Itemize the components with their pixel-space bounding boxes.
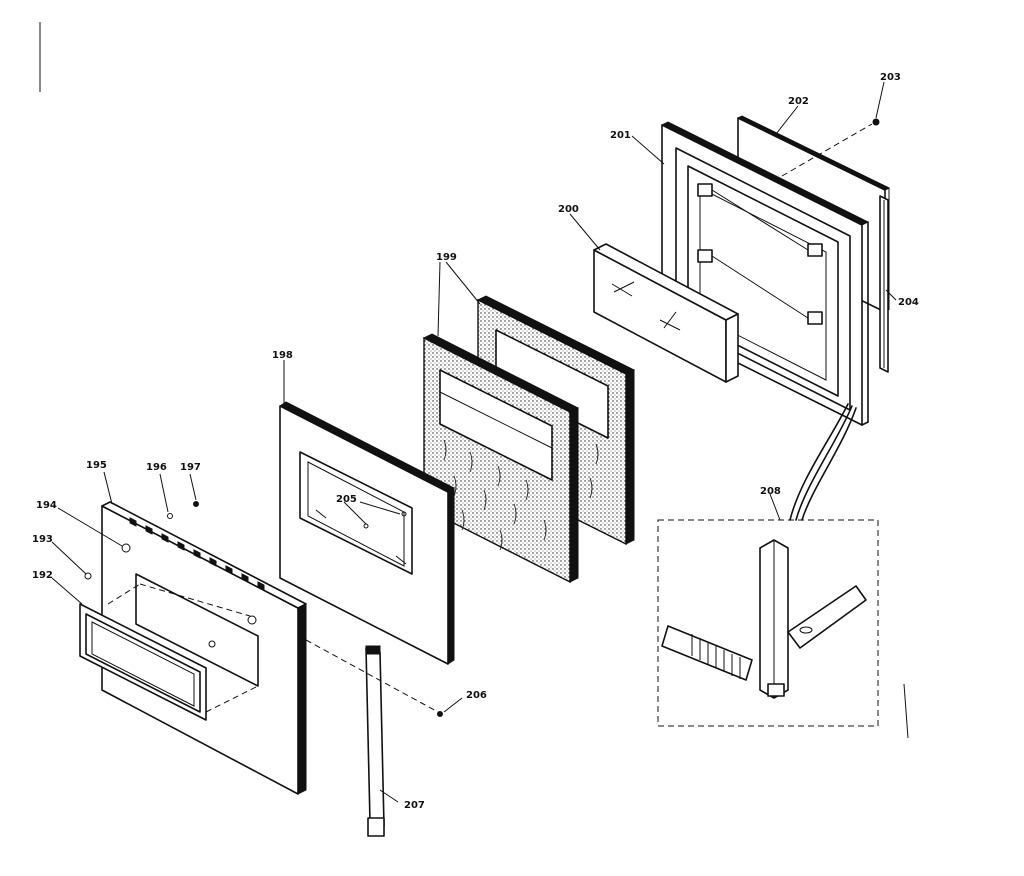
callout-207: 207 (404, 800, 425, 811)
callout-196: 196 (146, 462, 167, 473)
part-196-screw (167, 513, 173, 519)
part-205-screw-right (401, 511, 407, 517)
part-206-screw (437, 711, 443, 717)
part-192-window-frame (79, 603, 207, 721)
part-194-clip-right (247, 615, 257, 625)
callout-198: 198 (272, 350, 293, 361)
callout-202: 202 (788, 96, 809, 107)
callout-195: 195 (86, 460, 107, 471)
part-197-screw (193, 501, 199, 507)
part-208-hinge-assembly (657, 403, 879, 727)
part-207-hinge-arm (365, 645, 385, 837)
callout-194: 194 (36, 500, 57, 511)
part-194-clip (121, 543, 131, 553)
callout-205: 205 (336, 494, 357, 505)
callout-193: 193 (32, 534, 53, 545)
callout-203: 203 (880, 72, 901, 83)
callout-201: 201 (610, 130, 631, 141)
callout-206: 206 (466, 690, 487, 701)
callout-192: 192 (32, 570, 53, 581)
callout-197: 197 (180, 462, 201, 473)
part-195-outer-door (101, 501, 307, 795)
part-199-front-insulation (422, 333, 580, 584)
callout-208: 208 (760, 486, 781, 497)
part-203-screw (872, 118, 880, 126)
callout-199: 199 (436, 252, 457, 263)
callout-204: 204 (898, 297, 919, 308)
leader-lines (51, 81, 897, 803)
callout-200: 200 (558, 204, 579, 215)
assembly-lines (107, 123, 873, 713)
part-204-side-strip (879, 195, 889, 373)
scan-mark (903, 683, 909, 739)
part-200-baffle (593, 243, 739, 383)
part-193-screw-right (208, 640, 216, 648)
part-193-screw (84, 572, 92, 580)
part-198-inner-panel (279, 401, 455, 665)
